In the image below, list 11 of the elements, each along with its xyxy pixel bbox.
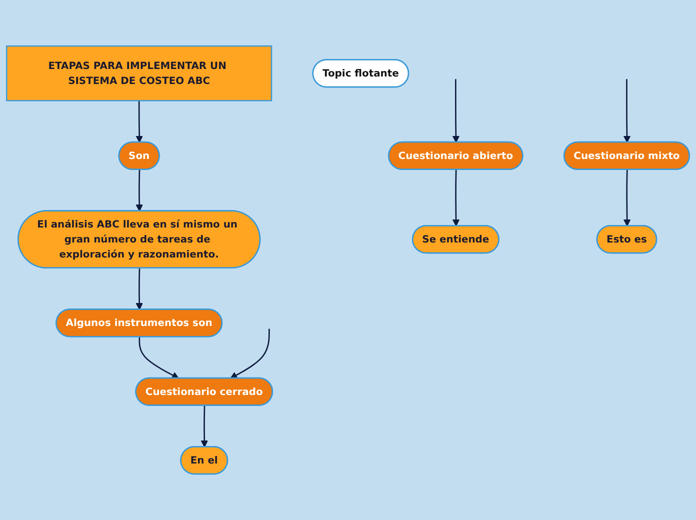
arrow	[200, 406, 208, 448]
arrow	[138, 336, 179, 379]
arrow	[136, 100, 143, 143]
node-box: ETAPAS PARA IMPLEMENTAR UN SISTEMA DE COSTEO ABC	[6, 45, 272, 102]
arrow	[136, 268, 143, 310]
arrow	[623, 170, 631, 226]
arrow	[452, 79, 460, 143]
arrow	[230, 328, 270, 379]
arrow	[136, 170, 143, 212]
arrow	[452, 170, 460, 226]
arrow	[623, 79, 631, 143]
